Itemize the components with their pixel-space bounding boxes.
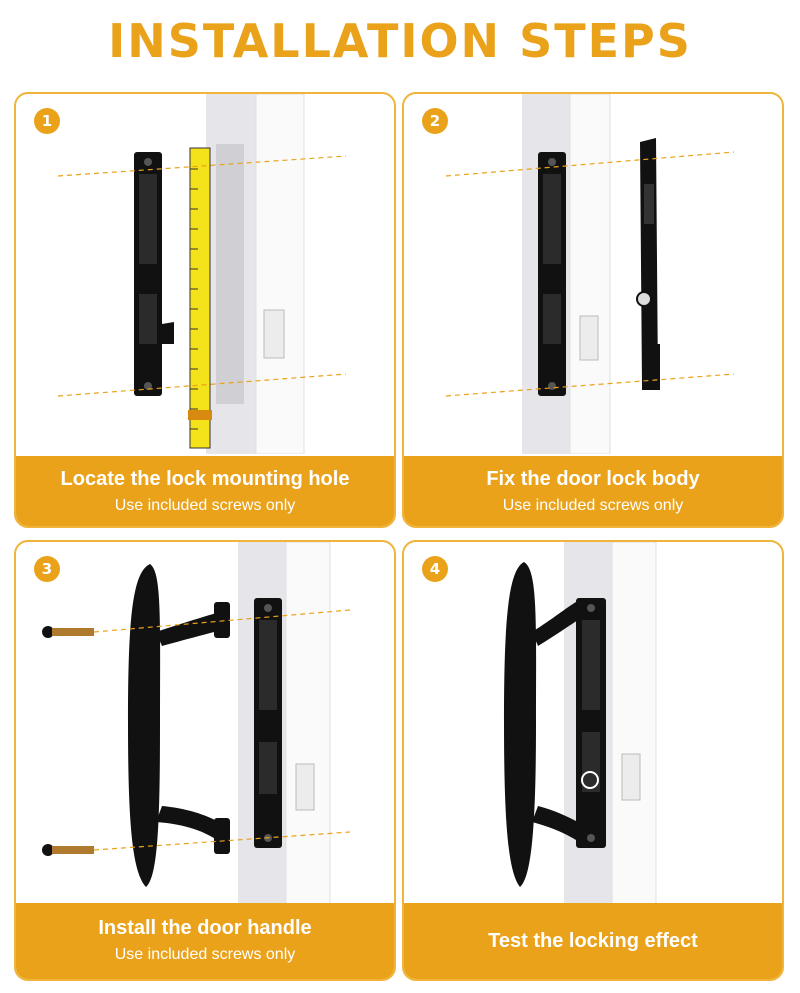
step-1-title: Locate the lock mounting hole (60, 468, 350, 490)
step-4-caption: Test the locking effect (404, 903, 782, 979)
step-3-panel: 3 Install the door handle Use included s… (14, 540, 396, 981)
step-3-subtitle: Use included screws only (114, 946, 296, 963)
step-1-badge: 1 (34, 108, 60, 134)
step-3-illustration (42, 542, 351, 907)
step-1-subtitle: Use included screws only (114, 497, 296, 514)
step-4-title: Test the locking effect (488, 930, 698, 952)
step-4-illustration (504, 542, 657, 907)
step-1-panel: 1 Locate the lock mounting hole Us (14, 92, 396, 528)
step-2-caption: Fix the door lock body Use included scre… (404, 456, 782, 526)
step-3-title: Install the door handle (98, 917, 312, 939)
step-4-panel: 4 Test the locking effect (402, 540, 784, 981)
step-4-badge: 4 (422, 556, 448, 582)
step-3-caption: Install the door handle Use included scr… (16, 903, 394, 979)
step-1-caption: Locate the lock mounting hole Use includ… (16, 456, 394, 526)
step-2-badge: 2 (422, 108, 448, 134)
step-2-panel: 2 Fix the door lock body Use included sc… (402, 92, 784, 528)
step-2-illustration (445, 94, 735, 454)
step-1-illustration (57, 94, 347, 454)
step-2-subtitle: Use included screws only (502, 497, 684, 514)
step-3-badge: 3 (34, 556, 60, 582)
step-2-title: Fix the door lock body (486, 468, 700, 490)
page-title: INSTALLATION STEPS (108, 14, 692, 68)
